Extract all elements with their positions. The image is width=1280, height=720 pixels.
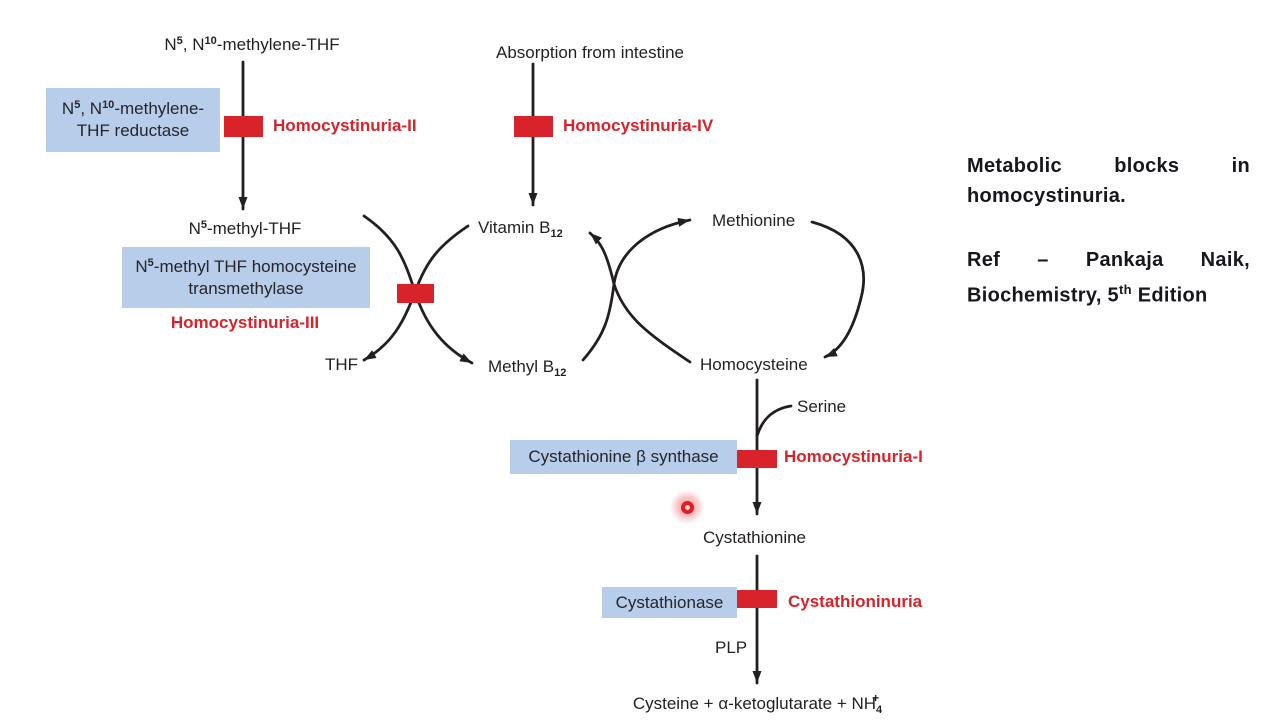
disorder-homocystinuria-1: Homocystinuria-I (784, 447, 923, 466)
figure-caption: Metabolic blocks in homocystinuria. Ref … (967, 151, 1250, 311)
block-marker-cystathioninuria (737, 590, 777, 608)
label-absorption: Absorption from intestine (495, 43, 685, 62)
laser-pointer-center (684, 504, 690, 510)
serine-branch-line (755, 404, 793, 438)
enzyme-reductase-line2: THF reductase (76, 121, 190, 140)
caption-reference: Ref – Pankaja Naik, Biochemistry, 5th Ed… (967, 249, 1250, 307)
label-plp: PLP (715, 638, 748, 657)
enzyme-cystathionase-label: Cystathionase (615, 592, 724, 612)
label-homocysteine: Homocysteine (700, 355, 808, 374)
arrow-methionine-to-homocysteine (810, 220, 865, 359)
disorder-homocystinuria-2: Homocystinuria-II (273, 116, 417, 135)
label-serine: Serine (797, 397, 847, 416)
block-marker-homocystinuria-3 (397, 284, 434, 303)
laser-pointer-ring (680, 500, 694, 514)
block-marker-homocystinuria-1 (737, 450, 777, 468)
enzyme-box-cystathionase: Cystathionase (602, 587, 737, 618)
label-methionine: Methionine (712, 211, 796, 230)
block-marker-homocystinuria-4 (514, 116, 553, 137)
enzyme-reductase-line1: N5, N10-methylene- (61, 99, 205, 119)
label-methyl-b12: Methyl B12 (488, 357, 567, 379)
disorder-homocystinuria-3: Homocystinuria-III (170, 313, 320, 332)
label-n5-methyl-thf: N5-methyl-THF (188, 219, 302, 238)
arrow-homocysteine-to-vitamin-b12 (588, 231, 692, 364)
disorder-homocystinuria-4: Homocystinuria-IV (563, 116, 714, 135)
enzyme-box-transmethylase: N5-methyl THF homocysteine transmethylas… (122, 247, 370, 308)
label-products: Cysteine + α-ketoglutarate + NH4+ (632, 691, 883, 716)
enzyme-cbs-label: Cystathionine β synthase (528, 447, 719, 467)
arrow-methyl-b12-to-methionine (581, 217, 692, 362)
enzyme-transmethylase-line2: transmethylase (188, 278, 304, 298)
laser-pointer-dot (669, 489, 705, 525)
block-marker-homocystinuria-2 (224, 116, 263, 137)
enzyme-box-methylene-thf-reductase: N5, N10-methylene- THF reductase (46, 88, 220, 152)
disorder-cystathioninuria: Cystathioninuria (788, 592, 923, 611)
label-thf: THF (325, 355, 359, 374)
caption-title: Metabolic blocks in homocystinuria. (967, 155, 1250, 207)
enzyme-box-cystathionine-beta-synthase: Cystathionine β synthase (510, 440, 737, 474)
label-cystathionine: Cystathionine (703, 528, 807, 547)
label-methylene-thf: N5, N10-methylene-THF (164, 35, 340, 54)
label-vitamin-b12: Vitamin B12 (478, 218, 563, 240)
enzyme-transmethylase-line1: N5-methyl THF homocysteine (135, 256, 357, 276)
